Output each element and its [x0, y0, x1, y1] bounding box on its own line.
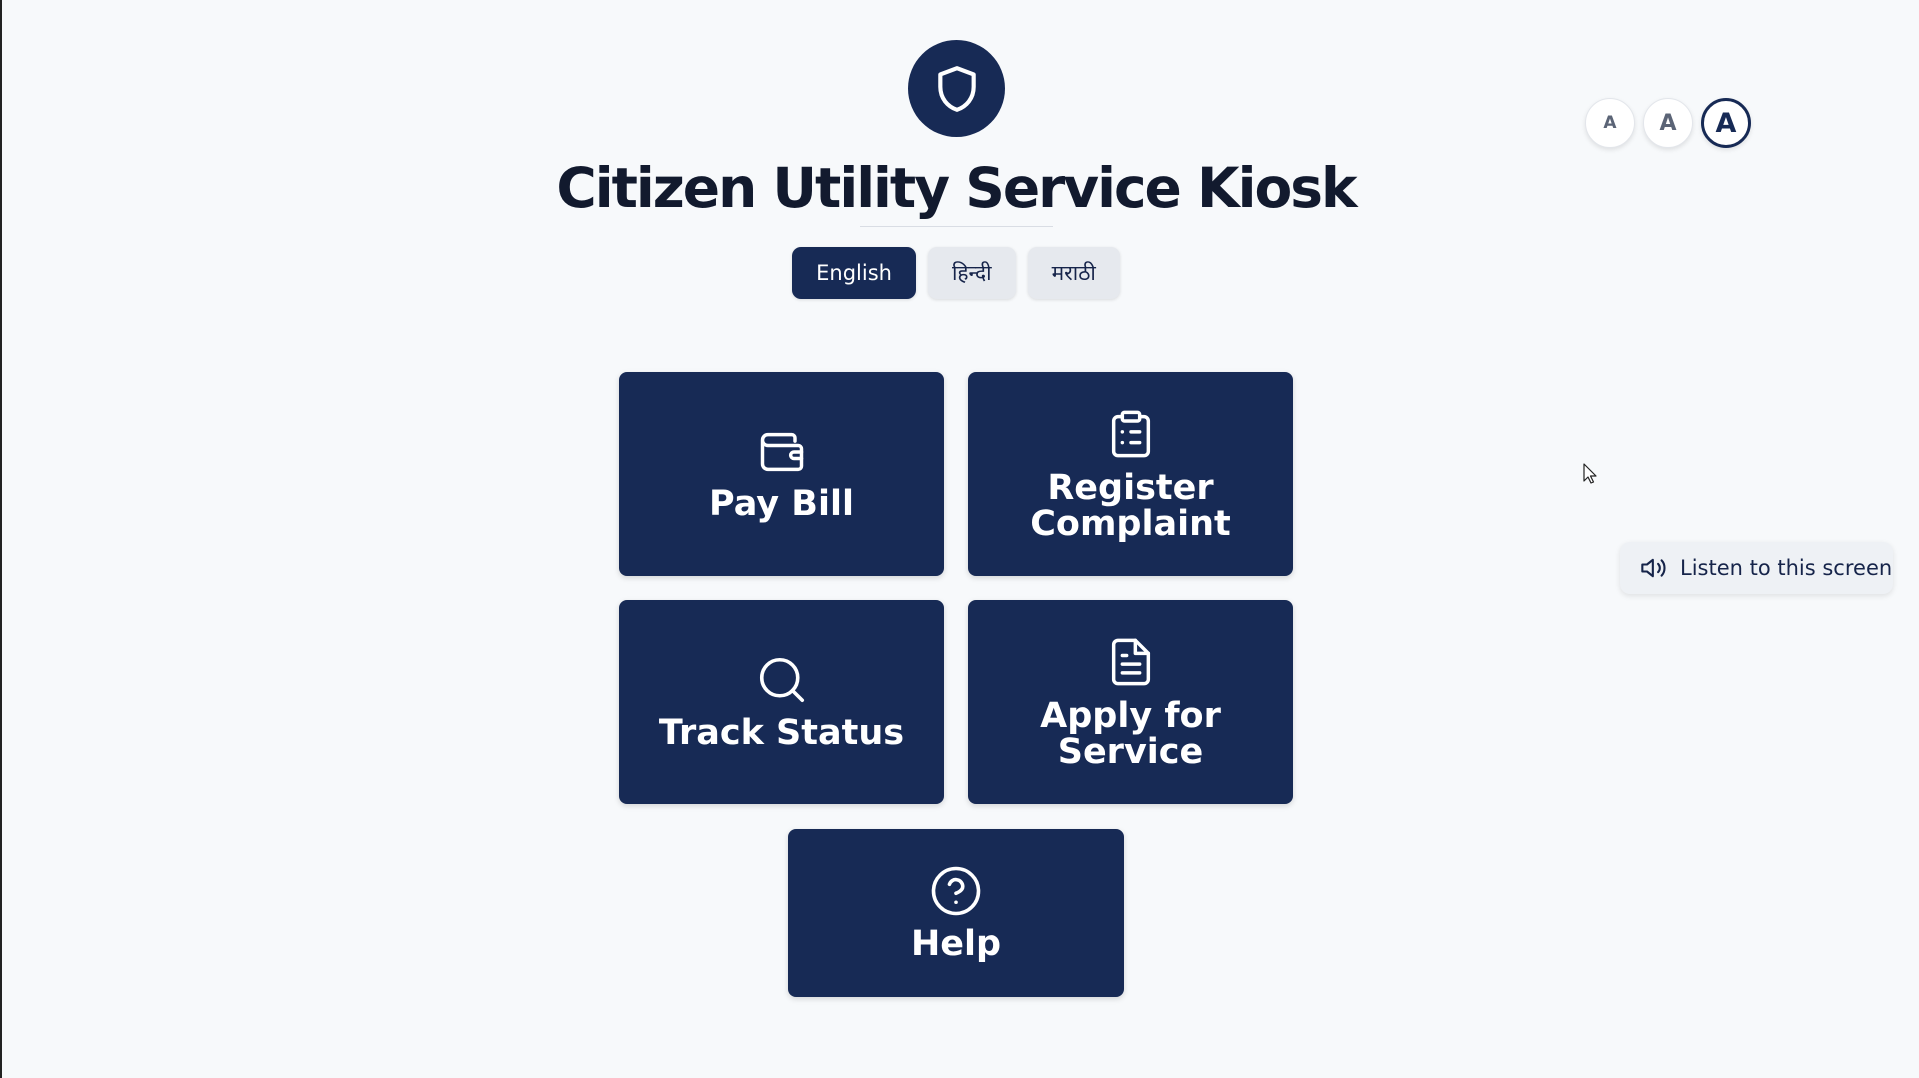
listen-to-screen-button[interactable]: Listen to this screen [1620, 542, 1893, 594]
wallet-icon [760, 432, 803, 472]
help-button[interactable]: Help [788, 829, 1124, 997]
language-marathi-button[interactable]: मराठी [1027, 247, 1120, 299]
pay-bill-label: Pay Bill [709, 484, 854, 524]
mouse-cursor-icon [1583, 463, 1597, 484]
track-status-button[interactable]: Track Status [619, 600, 944, 804]
font-size-controls: A A A [1585, 98, 1751, 148]
clipboard-list-icon [1111, 410, 1150, 458]
listen-label: Listen to this screen [1680, 556, 1893, 580]
apply-for-service-label: Apply for Service [1040, 696, 1221, 772]
language-hindi-button[interactable]: हिन्दी [927, 247, 1016, 299]
language-english-button[interactable]: English [792, 247, 916, 299]
font-size-small-button[interactable]: A [1585, 98, 1635, 148]
track-status-label: Track Status [658, 713, 905, 753]
speaker-icon [1641, 558, 1666, 578]
apply-for-service-button[interactable]: Apply for Service [968, 600, 1293, 804]
shield-icon [937, 65, 976, 112]
help-label: Help [910, 924, 1002, 964]
font-size-large-button[interactable]: A [1701, 98, 1751, 148]
window-edge [0, 0, 2, 1078]
help-circle-icon [931, 866, 981, 916]
title-divider [860, 226, 1053, 227]
language-selector: English हिन्दी मराठी [0, 247, 1912, 299]
search-icon [759, 657, 804, 703]
font-size-medium-button[interactable]: A [1643, 98, 1693, 148]
register-complaint-button[interactable]: Register Complaint [968, 372, 1293, 576]
page-title: Citizen Utility Service Kiosk [556, 156, 1357, 220]
pay-bill-button[interactable]: Pay Bill [619, 372, 944, 576]
register-complaint-label: Register Complaint [1030, 468, 1231, 544]
document-icon [1111, 638, 1150, 686]
logo [908, 40, 1005, 137]
